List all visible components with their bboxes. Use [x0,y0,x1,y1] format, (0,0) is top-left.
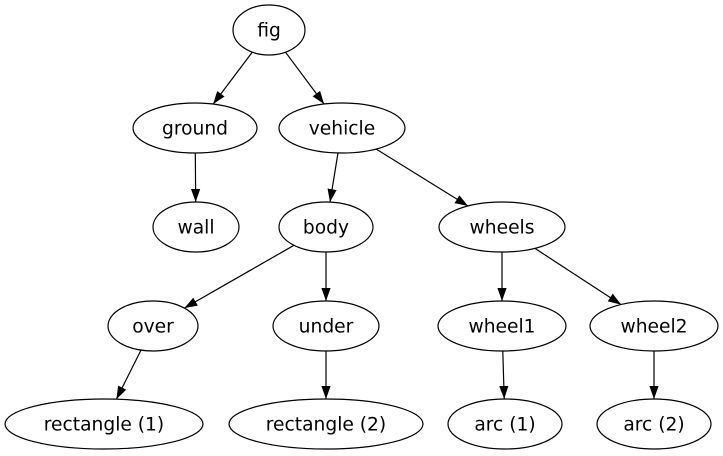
node-label-vehicle: vehicle [309,119,375,140]
node-label-rectangle2: rectangle (2) [266,415,386,436]
node-fig [232,4,306,56]
edge-wheel1-arc1 [499,350,509,400]
node-arc1 [447,398,563,450]
node-label-ground: ground [162,119,228,140]
edge-wheels-wheel2 [534,247,622,306]
edge-vehicle-wheels [375,148,469,207]
node-label-fig: fig [257,21,281,42]
edge-over-rectangle1 [115,349,142,400]
node-label-rectangle1: rectangle (1) [44,415,164,436]
node-label-under: under [299,317,354,338]
node-over [107,300,199,352]
node-label-arc2: arc (2) [623,415,684,436]
node-label-over: over [132,317,174,338]
node-rectangle2 [228,398,424,450]
edge-fig-vehicle [285,51,325,105]
edges-layer [115,51,659,400]
node-ground [132,102,258,154]
nodes-layer: fig ground vehicle wall body wheels over under w… [4,4,719,450]
node-body [278,201,374,253]
node-label-arc1: arc (1) [474,415,535,436]
node-wheel2 [589,300,719,352]
node-wheels [438,201,566,253]
node-under [272,300,380,352]
edge-fig-ground [212,51,253,105]
node-label-wheel1: wheel1 [468,317,535,338]
edge-vehicle-body [327,152,339,203]
node-rectangle1 [4,398,204,450]
node-arc2 [596,398,712,450]
node-label-wheel2: wheel2 [620,317,687,338]
node-label-wheels: wheels [470,218,535,239]
node-wall [152,201,240,253]
node-wheel1 [437,300,567,352]
node-label-body: body [303,218,349,239]
edge-body-over [184,244,295,309]
node-label-wall: wall [177,218,214,239]
node-vehicle [278,102,406,154]
